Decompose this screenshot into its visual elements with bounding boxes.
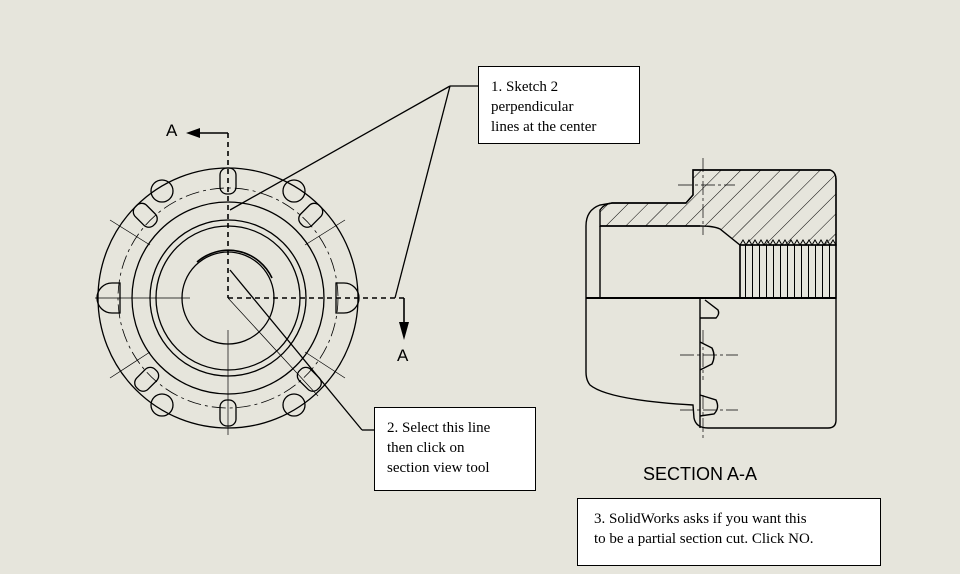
flange-slots — [96, 167, 360, 427]
section-arrow-bottom — [399, 322, 409, 340]
leader-step1-b — [394, 85, 451, 299]
front-view — [95, 128, 409, 435]
slot-top-right — [132, 202, 158, 228]
center-lines — [95, 219, 346, 435]
callout-step3: 3. SolidWorks asks if you want this to b… — [577, 498, 881, 566]
leader-lines — [229, 85, 478, 431]
slot-right — [335, 282, 360, 314]
section-thread-region — [739, 244, 837, 299]
section-hatch-top — [599, 169, 837, 246]
hole-bottom-right — [282, 393, 306, 417]
section-label-bottom: A — [397, 346, 409, 365]
slot-bottom-right — [134, 366, 160, 392]
slot-profile-3 — [699, 394, 719, 417]
hole-bottom-left — [150, 393, 174, 417]
hole-top-left — [150, 179, 174, 203]
slot-profile-2 — [699, 341, 715, 371]
section-view-title: SECTION A-A — [643, 464, 758, 484]
section-center-lines — [678, 158, 738, 440]
leader-step1-a — [229, 85, 451, 211]
section-outline — [585, 169, 837, 429]
section-arrow-top — [186, 128, 200, 138]
callout-step2: 2. Select this line then click on sectio… — [374, 407, 536, 491]
section-label-top: A — [166, 121, 178, 140]
thread-teeth — [739, 239, 837, 246]
section-line — [227, 133, 404, 299]
slot-top-left — [298, 202, 324, 228]
section-view — [585, 158, 837, 440]
hole-top-right — [282, 179, 306, 203]
slot-left — [96, 282, 121, 314]
callout-step1: 1. Sketch 2 perpendicular lines at the c… — [478, 66, 640, 144]
slot-profile-1 — [700, 299, 720, 319]
thread-arc — [196, 249, 273, 279]
slot-top — [219, 167, 237, 195]
leader-step2 — [229, 269, 363, 431]
